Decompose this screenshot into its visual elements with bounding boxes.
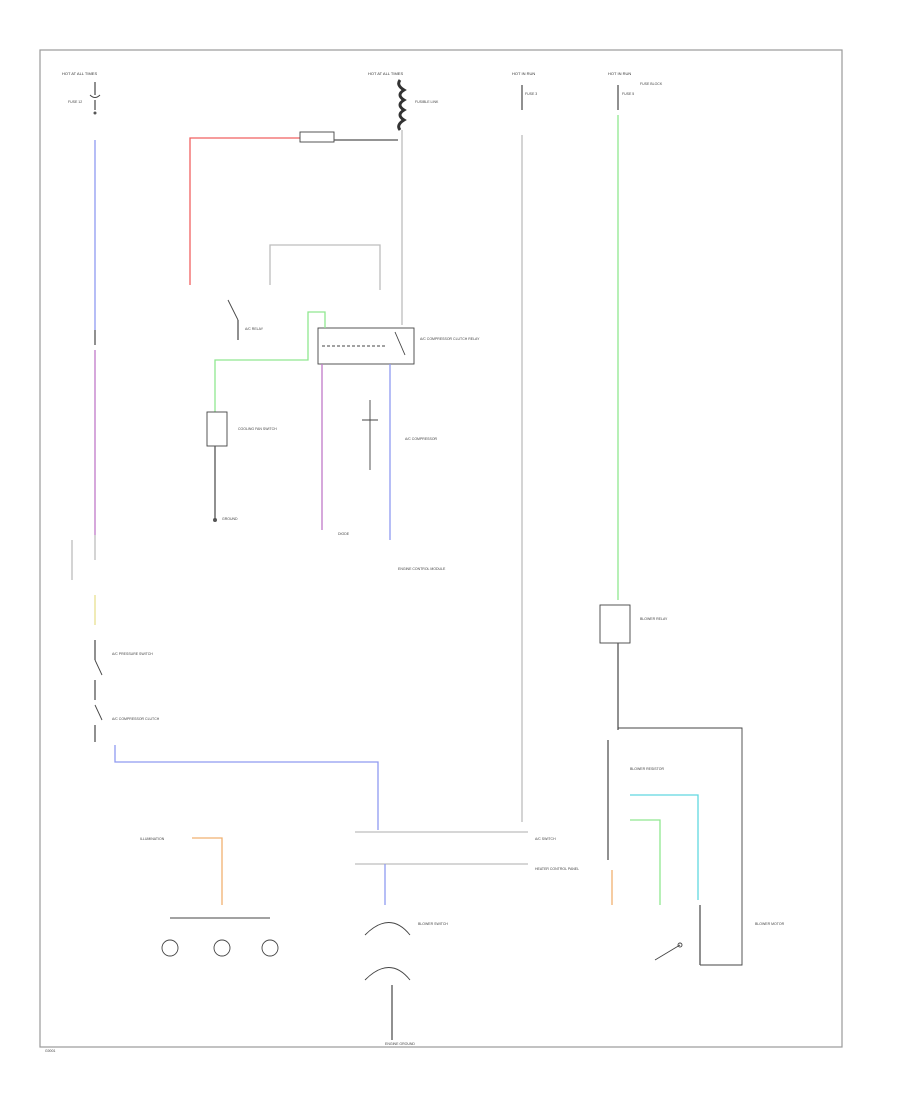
label-fuse-block: FUSE BLOCK (640, 82, 663, 86)
label-fuse-right-1: FUSE 3 (525, 92, 537, 96)
wire-cyan (630, 794, 699, 900)
label-ground-1: GROUND (222, 517, 238, 521)
wire-green-small (630, 819, 661, 905)
wire-red-top (189, 137, 300, 285)
label-hot-in-run-2: HOT IN RUN (608, 71, 631, 76)
label-ac-compressor-relay: A/C COMPRESSOR CLUTCH RELAY (420, 337, 480, 341)
label-pressure-switch: A/C PRESSURE SWITCH (112, 652, 153, 656)
footer-code: G0001 (45, 1049, 56, 1053)
label-ac-relay: A/C RELAY (245, 327, 264, 331)
blower-relay-box (599, 604, 631, 730)
fuse-left-symbol (89, 82, 101, 115)
label-illumination: ILLUMINATION (140, 837, 165, 841)
label-ac-switch: A/C SWITCH (535, 837, 556, 841)
wire-orange-lamp (192, 837, 223, 905)
label-hot-at-all-times-2: HOT AT ALL TIMES (368, 71, 403, 76)
relay-switch-left (227, 299, 239, 340)
label-ground-bottom: ENGINE GROUND (385, 1042, 415, 1046)
blower-switch-symbol (654, 905, 701, 965)
label-blower-relay: BLOWER RELAY (640, 617, 668, 621)
label-cooling-fan: COOLING FAN SWITCH (238, 427, 277, 431)
label-ecm: ENGINE CONTROL MODULE (398, 567, 446, 571)
ac-relay-box (317, 327, 415, 365)
label-ac-compressor: A/C COMPRESSOR (405, 437, 438, 441)
label-heater-control: HEATER CONTROL PANEL (535, 867, 579, 871)
wire-blue-bottom (114, 745, 379, 830)
label-fuse-top-left: FUSE 12 (68, 100, 82, 104)
label-fusible-link: FUSIBLE LINK (415, 100, 439, 104)
label-fuse-right-2: FUSE 5 (622, 92, 634, 96)
ac-switch-bus (355, 831, 528, 865)
blower-resistor-box (607, 727, 743, 966)
label-diode: DIODE (338, 532, 350, 536)
label-blower-resistor: BLOWER RESISTOR (630, 767, 664, 771)
fusible-link-coil (397, 79, 407, 131)
cooling-fan-switch (206, 411, 228, 522)
wire-grey-loop (269, 244, 381, 290)
label-ac-compressor-left: A/C COMPRESSOR CLUTCH (112, 717, 160, 721)
ac-compressor-symbol (362, 364, 391, 540)
diagram-frame (39, 49, 843, 1048)
center-switch-symbol (364, 864, 411, 1040)
fuse-inline-top (299, 131, 335, 143)
label-hot-at-all-times-1: HOT AT ALL TIMES (62, 71, 97, 76)
label-blower-motor: BLOWER MOTOR (755, 922, 785, 926)
label-hot-in-run-1: HOT IN RUN (512, 71, 535, 76)
wire-green-relay (214, 311, 326, 395)
pressure-switch-symbol (94, 640, 103, 742)
lamp-bulbs (161, 917, 279, 957)
label-blower-switch: BLOWER SWITCH (418, 922, 448, 926)
